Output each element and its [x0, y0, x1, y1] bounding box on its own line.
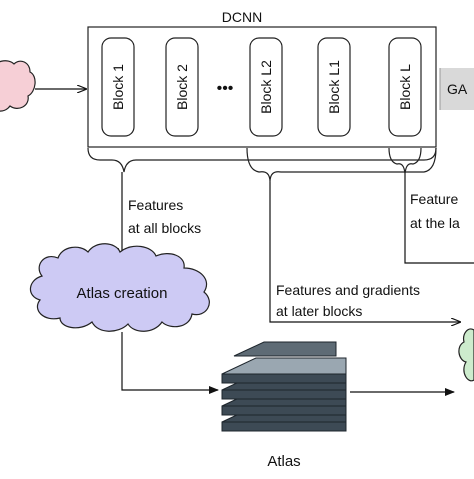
features-last-line2: at the la — [410, 215, 460, 231]
atlas-layer-top — [221, 357, 347, 375]
features-all-line1: Features — [128, 197, 183, 213]
atlas-stack-icon — [221, 341, 347, 432]
atlas-top-sheet — [233, 341, 337, 357]
dcnn-blocks: Block 1 Block 2 ••• Block L2 Block L1 Bl… — [101, 37, 422, 137]
brace-all-blocks — [87, 147, 437, 173]
dcnn-title: DCNN — [222, 9, 262, 25]
arrow-atlas-creation-to-atlas — [121, 332, 219, 394]
block-l-label: Block L — [397, 64, 413, 110]
gap-label: GA — [447, 81, 468, 97]
atlas-layer-side — [221, 373, 347, 384]
path-later-blocks — [269, 182, 460, 322]
block-2-label: Block 2 — [174, 64, 190, 110]
gap-box — [440, 68, 474, 110]
brace-later-blocks — [246, 147, 437, 183]
block-1-label: Block 1 — [110, 64, 126, 110]
path-last-block — [404, 174, 474, 264]
block-l: Block L — [388, 37, 422, 137]
block-l1: Block L1 — [317, 37, 351, 137]
blocks-ellipsis: ••• — [217, 80, 234, 97]
block-l2-label: Block L2 — [258, 60, 274, 114]
block-1: Block 1 — [101, 37, 135, 137]
atlas-label: Atlas — [267, 453, 300, 470]
block-l1-label: Block L1 — [326, 60, 342, 114]
block-2: Block 2 — [165, 37, 199, 137]
brace-last-block — [388, 147, 422, 175]
features-last-line1: Feature — [410, 191, 458, 207]
output-cloud — [458, 328, 474, 382]
atlas-layer-side — [221, 421, 347, 432]
atlas-layer-side — [221, 389, 347, 400]
features-all-line2: at all blocks — [128, 220, 201, 236]
input-cloud — [0, 60, 36, 112]
features-gradients-line2: at later blocks — [276, 303, 362, 319]
atlas-layer-side — [221, 405, 347, 416]
features-gradients-line1: Features and gradients — [276, 282, 420, 298]
atlas-creation-label: Atlas creation — [77, 285, 168, 302]
block-l2: Block L2 — [249, 37, 283, 137]
atlas-creation-cloud — [29, 243, 210, 332]
